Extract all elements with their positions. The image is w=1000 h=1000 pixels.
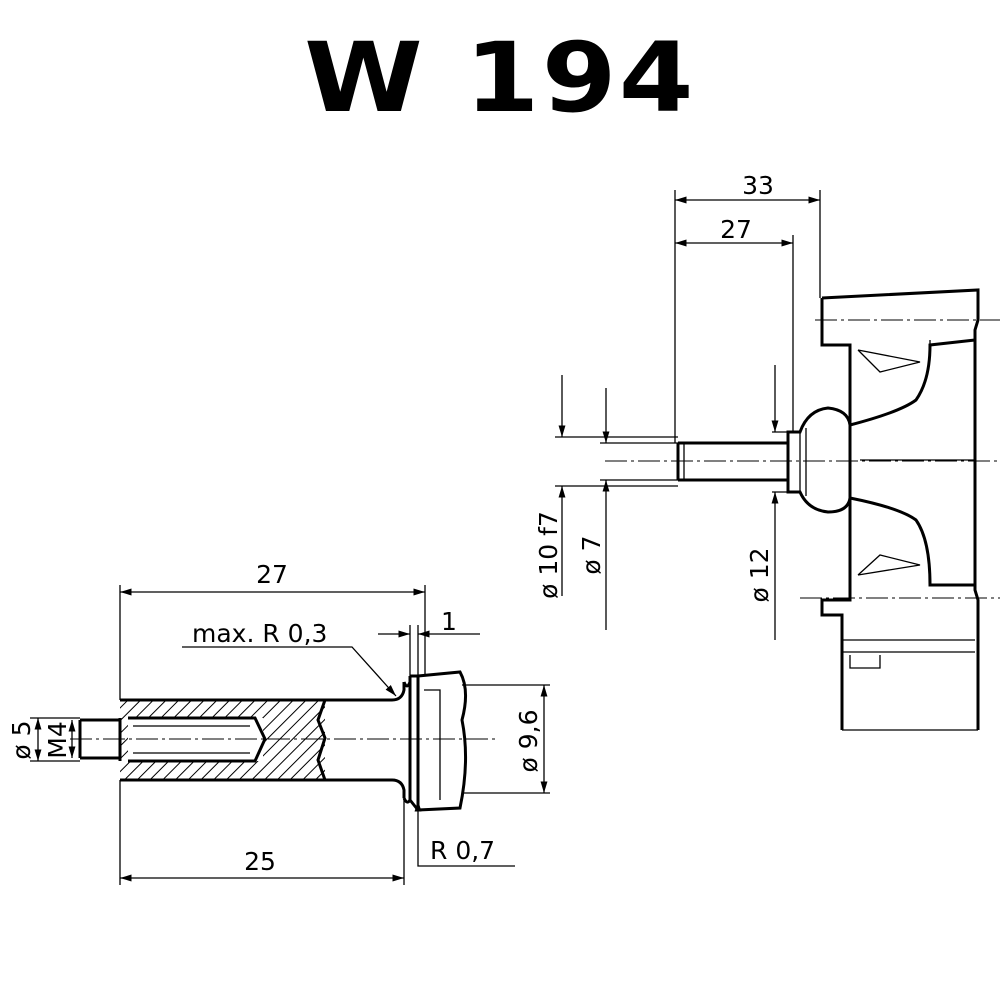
dim-overall-length-right: 33 [742, 171, 774, 200]
dim-shaft-fit: ø 10 f7 [534, 511, 563, 599]
dim-radius-fillet: R 0,7 [430, 836, 495, 865]
dim-shaft-length-left: 25 [244, 847, 276, 876]
shaft-section [118, 670, 468, 812]
dim-overall-length-left: 27 [256, 560, 288, 589]
right-view: 33 27 ø 10 f7 ø 7 ø 12 [534, 171, 1000, 731]
dim-bore: ø 5 [7, 720, 36, 759]
dim-hub: ø 12 [745, 547, 774, 602]
dim-inner: ø 7 [577, 535, 606, 574]
left-view: 27 1 max. R 0,3 R 0,7 25 ø 5 M4 ø 9,6 [7, 560, 550, 885]
housing [820, 288, 980, 731]
right-hub [786, 406, 852, 514]
dim-shaft-length-right: 27 [720, 215, 752, 244]
dim-radius-max: max. R 0,3 [192, 619, 327, 648]
dim-thread: M4 [43, 721, 72, 758]
drawing-title: W 194 [304, 22, 696, 134]
dim-shoulder: 1 [441, 607, 457, 636]
dim-collar: ø 9,6 [514, 709, 543, 772]
